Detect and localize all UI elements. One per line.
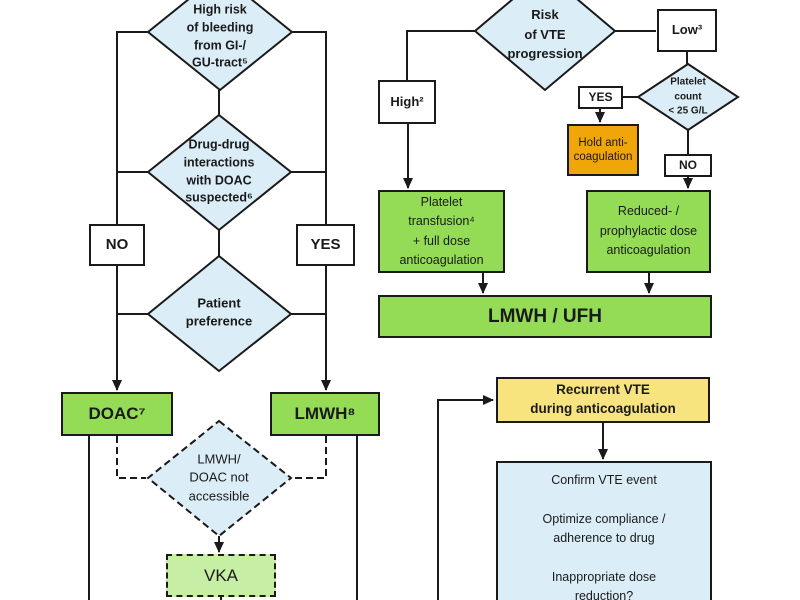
no-box-left: NO: [89, 224, 145, 266]
reduced-dose-box: Reduced- / prophylactic dose anticoagula…: [586, 190, 711, 273]
diamond-high-bleeding-risk: [146, 0, 294, 92]
vka-box: VKA: [166, 554, 276, 597]
high-bleeding-risk-label: High risk of bleeding from GI-/ GU-tract…: [186, 2, 254, 70]
lmwh-box: LMWH⁸: [270, 392, 380, 436]
doac-box: DOAC⁷: [61, 392, 173, 436]
connector-bleeding-to-yes: [291, 31, 327, 224]
lmwh-ufh-box: LMWH / UFH: [378, 295, 712, 338]
diamond-platelet-count: [636, 62, 740, 132]
yes-box-right: YES: [578, 86, 623, 109]
patient-preference-label: Patient preference: [185, 295, 253, 329]
diamond-drug-interactions: [146, 113, 293, 232]
connector-bottom-to-recurrent: [437, 395, 494, 600]
recurrence-checklist-box: Confirm VTE event Optimize compliance / …: [496, 461, 712, 600]
connector-lmwh-to-notaccessible-dashed: [293, 436, 327, 479]
low-risk-box: Low³: [657, 9, 717, 52]
platelet-transfusion-box: Platelet transfusion⁴ + full dose antico…: [378, 190, 505, 273]
diamond-lmwh-doac-not-accessible: [146, 419, 293, 538]
drug-interactions-label: Drug-drug interactions with DOAC suspect…: [183, 137, 255, 205]
diamond-risk-vte-progression: [473, 0, 617, 92]
connector-doac-to-notaccessible-dashed: [116, 436, 146, 479]
recurrent-vte-box: Recurrent VTE during anticoagulation: [496, 377, 710, 423]
risk-vte-progression-label: Risk of VTE progression: [507, 6, 583, 61]
platelet-count-label: Platelet count < 25 G/L: [668, 76, 708, 117]
lmwh-doac-not-accessible-label: LMWH/ DOAC not accessible: [188, 451, 250, 504]
high-risk-box: High²: [378, 80, 436, 124]
diamond-patient-preference: [146, 254, 293, 373]
connector-progression-to-high: [406, 30, 475, 80]
connector-bleeding-to-no: [116, 31, 148, 224]
yes-box-left: YES: [296, 224, 355, 266]
hold-anticoagulation-box: Hold anti- coagulation: [567, 124, 639, 176]
no-box-right: NO: [664, 154, 712, 177]
